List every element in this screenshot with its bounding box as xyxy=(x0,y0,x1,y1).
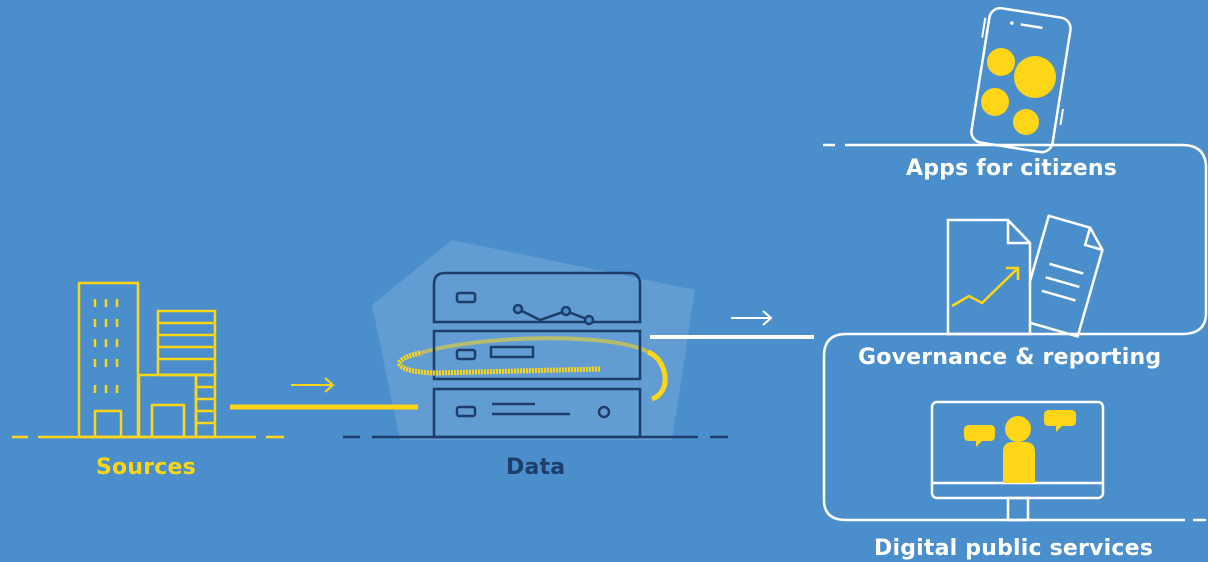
digital-services-label: Digital public services xyxy=(874,536,1153,561)
monitor-person-icon xyxy=(930,400,1105,522)
apps-label: Apps for citizens xyxy=(906,156,1117,181)
documents-chart-icon xyxy=(946,214,1104,338)
services-frame xyxy=(822,332,1206,522)
apps-band xyxy=(823,143,1208,336)
governance-label: Governance & reporting xyxy=(858,345,1162,370)
data-loop-back xyxy=(419,336,649,355)
trend-arrow-icon xyxy=(951,266,1020,308)
data-label: Data xyxy=(506,455,566,480)
smartphone-icon xyxy=(970,6,1072,154)
data-loop-front-left xyxy=(397,350,601,376)
sources-label: Sources xyxy=(96,455,196,480)
data-loop-front xyxy=(646,349,668,402)
arrow-right-yellow-icon xyxy=(291,377,335,393)
arrow-right-white-icon xyxy=(731,310,773,326)
